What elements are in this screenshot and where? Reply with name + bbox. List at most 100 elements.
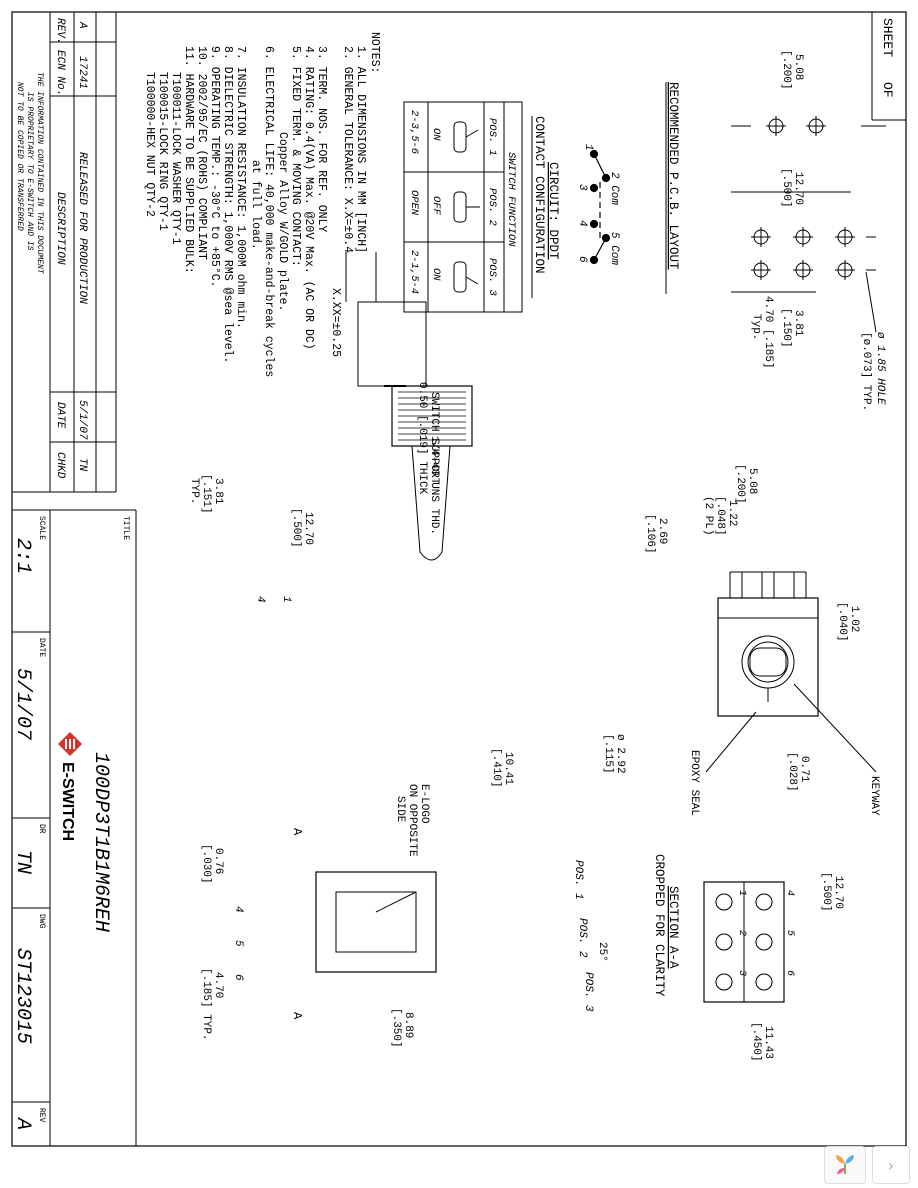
circuit-title: CIRCUIT: DPDT bbox=[546, 162, 560, 260]
note-line-3: X.XX=±0.25 bbox=[329, 288, 342, 357]
top-term-6: 6 bbox=[232, 974, 244, 981]
table-conn-3: 2-1,5-4 bbox=[408, 250, 420, 294]
lever-pos2-icon bbox=[453, 191, 480, 223]
table-state-3: ON bbox=[430, 268, 442, 281]
rev-header-desc: DESCRIPTION bbox=[54, 192, 66, 265]
section-dim-3: 11.43 bbox=[762, 1026, 774, 1059]
logo-text: E-SWITCH bbox=[59, 762, 76, 841]
front-view: KEYWAY EPOXY SEAL 5.08 [.200] 1.22 [.048… bbox=[644, 464, 880, 816]
side-dim-7: [.115] bbox=[602, 734, 614, 774]
pcb-dim-10: [ø.073] TYP. bbox=[860, 332, 872, 411]
circuit-term-4: 4 bbox=[576, 220, 588, 227]
dwg-value: ST123015 bbox=[11, 948, 34, 1044]
circuit-subtitle: CONTACT CONFIGURATION bbox=[532, 116, 546, 274]
revision-block: REV. ECN No. DESCRIPTION DATE CHKD A 172… bbox=[11, 12, 117, 493]
table-state-1: ON bbox=[430, 128, 442, 141]
proprietary-line-3: NOT TO BE COPIED OR TRANSFERRED bbox=[15, 82, 24, 231]
note-line-15: T100011-LOCK WASHER QTY-1 bbox=[169, 72, 182, 245]
side-term-4: 4 bbox=[254, 596, 266, 603]
lever-pos1-icon bbox=[453, 121, 479, 153]
note-line-13: 10. 2002/95/EC (ROHS) COMPLIANT bbox=[195, 46, 208, 260]
dr-value: TN bbox=[11, 850, 34, 874]
front-dim-11: [.028] bbox=[786, 752, 798, 792]
front-dim-10: 0.71 bbox=[798, 756, 810, 783]
pcb-layout: RECOMMENDED P.C.B. LAYOUT 5.08 [.200] 12 bbox=[665, 50, 886, 411]
side-dim-6: ø 2.92 bbox=[614, 734, 626, 774]
side-term-1: 1 bbox=[280, 596, 292, 603]
note-line-8: 6. ELECTRICAL LIFE: 40,000 make-and-brea… bbox=[262, 46, 275, 377]
pcb-dim-8: Typ. bbox=[750, 314, 762, 340]
notes-block: NOTES: 1. ALL DIMENSIONS IN MM [INCH] 2.… bbox=[143, 32, 381, 377]
pcb-dim-5: 3.81 bbox=[792, 310, 804, 337]
side-label-thread: 1/4-40 UNS THD. bbox=[428, 436, 440, 535]
top-dim-5: 8.89 bbox=[402, 1012, 414, 1038]
next-page-button[interactable]: › bbox=[872, 1146, 910, 1184]
note-line-7: Copper Alloy W/GOLD plate. bbox=[276, 132, 289, 311]
section-subtitle: CROPPED FOR CLARITY bbox=[652, 854, 666, 997]
rev-header-rev: REV. bbox=[54, 18, 66, 44]
section-pin-6: 6 bbox=[784, 970, 795, 976]
front-dim-7: [.106] bbox=[644, 514, 656, 554]
circuit-term-1: 1 bbox=[582, 144, 594, 151]
eswitch-logo: E-SWITCH bbox=[58, 732, 82, 841]
note-line-9: at full load. bbox=[249, 160, 262, 250]
scale-label: SCALE bbox=[37, 516, 46, 540]
rev-row-chkd: TN bbox=[76, 458, 88, 472]
section-title: SECTION A-A bbox=[666, 886, 680, 969]
table-conn-2: OPEN bbox=[408, 190, 420, 216]
circuit-term-6: 6 bbox=[576, 256, 588, 263]
pcb-dim-7: 4.70 [.185] bbox=[762, 296, 774, 369]
pcb-dim-3: 12.70 bbox=[792, 172, 804, 205]
notes-title: NOTES: bbox=[368, 32, 381, 73]
front-dim-9: [.040] bbox=[836, 602, 848, 642]
top-pos-2: POS. 2 bbox=[576, 918, 588, 958]
drawing-title: 100DP3T1B1M6REH bbox=[89, 752, 112, 932]
note-line-12: 9. OPERATING TEMP.: -30°C to +85°C. bbox=[208, 46, 221, 288]
top-dim-1: 0.76 bbox=[212, 848, 224, 874]
table-state-2: OFF bbox=[430, 196, 442, 216]
circuit-term-2: 2 Com bbox=[608, 172, 620, 205]
dpdt-schematic bbox=[589, 149, 611, 265]
note-line-11: 8. DIELECTRIC STRENGTH: 1,000V RMS @sea … bbox=[221, 46, 234, 363]
top-angle: 25° bbox=[596, 942, 608, 962]
proprietary-line-1: THE INFORMATION CONTAINED IN THIS DOCUME… bbox=[35, 72, 44, 275]
pcb-dim-9: ø 1.85 HOLE bbox=[874, 332, 886, 405]
note-line-2: 2. GENERAL TOLERANCE: X.X=±0.4 bbox=[341, 46, 354, 253]
side-dim-2: [.151] bbox=[200, 474, 212, 514]
viewer-app-icon[interactable] bbox=[824, 1146, 866, 1184]
top-dim-3: 4.70 bbox=[212, 972, 224, 998]
top-dim-6: [.350] bbox=[390, 1008, 402, 1048]
proprietary-line-2: IS PROPRIETARY TO E-SWITCH AND IS bbox=[25, 92, 34, 251]
note-line-1: 1. ALL DIMENSIONS IN MM [INCH] bbox=[354, 46, 367, 253]
note-line-6: 5. FIXED TERM. & MOVING CONTACT: bbox=[289, 46, 302, 267]
side-dim-4: 12.70 bbox=[302, 512, 314, 545]
side-label-thick: 0.50 [.019] THICK bbox=[416, 382, 428, 495]
top-section-a1: A bbox=[290, 828, 304, 836]
rev-header-ecn: ECN No. bbox=[54, 50, 66, 96]
note-line-5: 4. RATING: 0.4(VA) Max. @20V Max. (AC OR… bbox=[302, 46, 315, 350]
front-label-keyway: KEYWAY bbox=[868, 776, 880, 816]
top-term-5: 5 bbox=[232, 940, 244, 947]
section-dim-2: [.500] bbox=[820, 872, 832, 912]
side-dim-8: 10.41 bbox=[502, 752, 514, 785]
date-label: DATE bbox=[37, 638, 46, 657]
note-line-17: T100000-HEX NUT QTY-2 bbox=[143, 72, 156, 217]
pcb-holes bbox=[751, 116, 855, 280]
top-pos-3: POS. 3 bbox=[582, 972, 594, 1012]
date-value: 5/1/07 bbox=[11, 668, 34, 740]
rev-header-date: DATE bbox=[54, 402, 66, 429]
front-label-epoxy: EPOXY SEAL bbox=[688, 750, 700, 816]
section-pin-2: 2 bbox=[736, 930, 747, 936]
note-line-4: 3. TERM. NOS. FOR REF. ONLY bbox=[315, 46, 328, 232]
side-view: SWITCH SUPPORT 0.50 [.019] THICK 1/4-40 … bbox=[188, 252, 626, 788]
rev-value: A bbox=[11, 1116, 34, 1130]
top-section-a2: A bbox=[290, 1012, 304, 1020]
top-label-elogo: E-LOGO bbox=[418, 784, 430, 824]
chevron-right-icon: › bbox=[887, 1155, 895, 1175]
top-label-side: SIDE bbox=[394, 796, 406, 823]
side-label-support: SWITCH SUPPORT bbox=[428, 392, 440, 485]
front-dim-5: (2 PL) bbox=[702, 496, 714, 536]
table-conn-1: 2-3,5-6 bbox=[408, 110, 420, 154]
dwg-label: DWG bbox=[37, 914, 46, 929]
switch-function-table: SWITCH FUNCTION POS. 1 POS. 2 POS. 3 ON … bbox=[403, 101, 523, 313]
